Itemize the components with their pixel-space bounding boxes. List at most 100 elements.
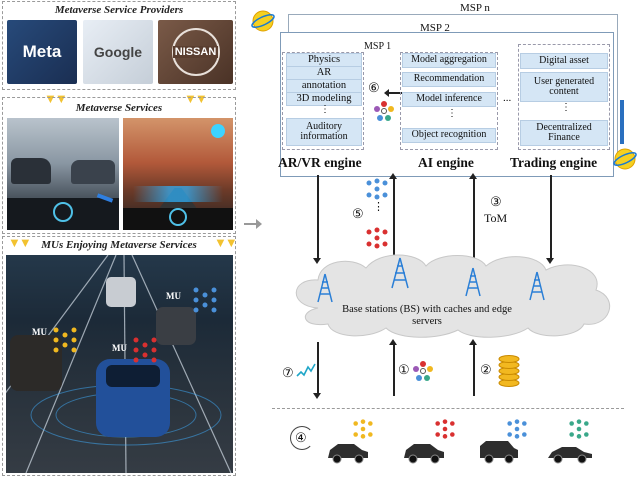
arrowhead-up — [389, 339, 397, 345]
mus-title: MUs Enjoying Metaverse Services — [41, 239, 197, 251]
ai-item-recommendation: Recommendation — [402, 72, 496, 87]
step-7-number: ⑦ — [282, 365, 294, 380]
car-silhouette — [71, 160, 115, 184]
arrow-line — [317, 342, 319, 394]
neural-net-icon — [366, 178, 388, 200]
nissan-logo-text: NISSAN — [172, 46, 219, 58]
road-overlay-arrows — [133, 186, 223, 202]
edge-cloud — [295, 254, 611, 338]
ai-item-inference: Model inference — [402, 92, 496, 107]
ai-item-aggregation: Model aggregation — [402, 53, 496, 68]
mu-label: MU — [166, 291, 181, 301]
arrowhead-down — [546, 258, 554, 264]
chevron-down-icon: ▼▼ — [8, 235, 32, 250]
signal-wave-icon — [296, 363, 316, 377]
arrow-line — [473, 178, 475, 260]
arvr-item-auditory: Auditory information — [286, 118, 362, 146]
arvr-engine-panel — [282, 52, 364, 150]
step-3-number: ③ — [490, 194, 502, 209]
ai-item-object-recognition: Object recognition — [402, 128, 496, 143]
step-six: ⑥ — [368, 80, 380, 95]
neural-net-icon — [366, 227, 388, 249]
horizontal-ellipsis: ... — [503, 92, 512, 104]
mu-label: MU — [112, 343, 127, 353]
vertical-ellipsis: ⋮ — [561, 102, 571, 113]
mu-label: MU — [32, 327, 47, 337]
left-column: Metaverse Service Providers Meta Google … — [0, 0, 240, 478]
trading-engine-panel — [518, 44, 610, 150]
tom-label: ToM — [484, 211, 508, 225]
chevron-down-icon: ▼▼ — [214, 235, 238, 250]
step-4-number: ④ — [295, 430, 307, 445]
neural-net-icon — [193, 287, 217, 313]
step-2-number: ② — [480, 362, 492, 377]
mountain-road-image — [123, 118, 233, 230]
base-station-tower-icon — [317, 273, 333, 303]
left-arrowhead — [384, 89, 389, 97]
globe-icon — [251, 10, 275, 32]
arrowhead-down — [313, 258, 321, 264]
arvr-item-annotation: annotation — [286, 80, 362, 93]
step-5-number: ⑤ — [352, 206, 364, 221]
services-title: Metaverse Services — [75, 102, 163, 114]
trading-item-defi: Decentralized Finance — [520, 120, 608, 146]
arrowhead-up — [389, 173, 397, 179]
msp-edge-strip — [620, 100, 624, 144]
highway-scene-image: MU MU MU — [6, 255, 233, 473]
model-flower-icon — [374, 101, 394, 121]
vertical-ellipsis: ⋮ — [373, 201, 384, 213]
arrowhead-down — [313, 393, 321, 399]
base-station-tower-icon — [529, 271, 545, 301]
nissan-logo: NISSAN — [158, 20, 233, 84]
msp-2-label: MSP 2 — [420, 22, 450, 34]
msp-n-label: MSP n — [460, 2, 490, 14]
neural-net-icon — [53, 327, 77, 353]
trading-item-ugc: User generated content — [520, 72, 608, 102]
providers-panel: Metaverse Service Providers Meta Google … — [2, 1, 236, 90]
suv-icon — [480, 441, 518, 464]
arrow-line — [550, 175, 552, 260]
trading-engine-label: Trading engine — [510, 155, 598, 170]
services-panel: Metaverse Services — [2, 97, 236, 234]
base-station-tower-icon — [391, 257, 409, 289]
parking-garage-image — [7, 118, 119, 230]
arrowhead-up — [469, 173, 477, 179]
vertical-ellipsis: ⋮ — [320, 104, 330, 115]
right-column: MSP n MSP 2 MSP 1 Physics AR annotation … — [251, 0, 640, 478]
mus-panel: MUs Enjoying Metaverse Services MU MU — [2, 236, 236, 476]
highway-scene — [6, 255, 232, 473]
vertical-ellipsis: ⋮ — [447, 108, 457, 119]
loop-arrow-icon — [290, 426, 314, 450]
connector-arrow-icon — [244, 223, 258, 225]
ai-engine-panel — [400, 52, 498, 150]
arrow-line — [473, 344, 475, 396]
trading-item-digital-asset: Digital asset — [520, 53, 608, 69]
arrowhead-up — [469, 339, 477, 345]
base-station-tower-icon — [465, 267, 481, 297]
nissan-ring — [171, 28, 220, 76]
car-silhouette — [11, 158, 51, 184]
mu-separator — [272, 408, 624, 409]
compass-icon — [211, 124, 225, 138]
chevron-down-icon: ▼▼ — [184, 91, 208, 106]
car-icon — [328, 444, 368, 464]
arvr-engine-label: AR/VR engine — [278, 155, 362, 170]
arrow-line — [317, 175, 319, 260]
arrow-line — [393, 344, 395, 396]
google-logo-text: Google — [93, 44, 143, 60]
neural-net-icon — [435, 419, 455, 439]
neural-net-icon — [353, 419, 373, 439]
chevron-down-icon: ▼▼ — [44, 91, 68, 106]
arvr-item-physics: Physics — [286, 53, 362, 67]
neural-net-icon — [133, 337, 157, 363]
connector-arrowhead — [256, 219, 262, 229]
car-icon — [404, 444, 444, 464]
coin-stack-icon — [498, 355, 520, 387]
arvr-item-ar: AR — [286, 67, 362, 80]
neural-net-icon — [507, 419, 527, 439]
providers-title: Metaverse Service Providers — [54, 4, 184, 16]
ai-engine-label: AI engine — [418, 155, 474, 170]
globe-icon — [613, 148, 637, 170]
arvr-item-3d-modeling: 3D modeling — [286, 93, 362, 106]
meta-logo: Meta — [7, 20, 77, 84]
